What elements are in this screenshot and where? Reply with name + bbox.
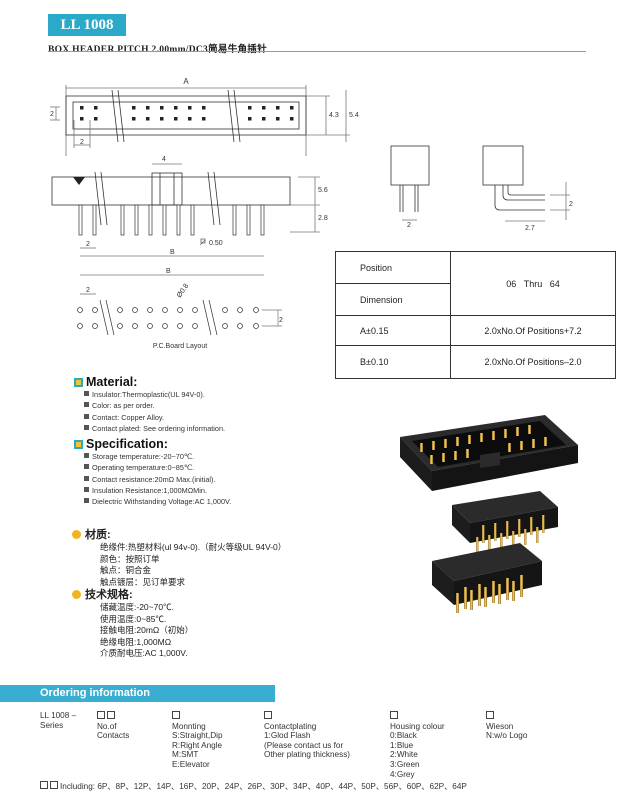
dim-2-8: 2.8 <box>318 215 328 222</box>
dim-b-formula: 2.0xNo.Of Positions–2.0 <box>450 345 616 379</box>
dim-5-4: 5.4 <box>349 112 359 119</box>
dim-a-formula: 2.0xNo.Of Positions+7.2 <box>450 315 616 346</box>
ordering-colour-col: Housing colour 0:Black 1:Blue 2:White 3:… <box>390 711 445 779</box>
ordering-plating-col: Contactplating 1:Glod Flash (Please cont… <box>264 711 350 760</box>
ordering-title: Ordering information <box>40 687 150 699</box>
dim-b-pcb: B <box>166 268 171 275</box>
header-divider <box>48 51 586 52</box>
dim-a-label: A <box>183 77 189 86</box>
code-box <box>172 711 180 719</box>
dim-2-side: 2 <box>407 222 411 229</box>
spec-item: Operating temperature:0~85℃. <box>84 462 231 473</box>
cn-spec-item: 介质耐电压:AC 1,000V. <box>100 648 188 659</box>
product-photo-right-angle <box>452 491 558 553</box>
cn-section-icon <box>72 590 81 599</box>
cn-spec-section: 技术规格: 储藏温度:-20~70℃. 使用温度:0~85℃. 接触电阻:20m… <box>72 586 193 660</box>
dim-2-side-right: 2 <box>569 201 573 208</box>
material-title: Material: <box>86 375 138 389</box>
section-bullet-icon <box>74 440 83 449</box>
dim-4-top: 4 <box>162 156 166 163</box>
product-photo-smt <box>432 543 542 613</box>
cn-material-item: 触点：铜合金 <box>100 565 152 576</box>
cn-material-item: 颜色：按照订单 <box>100 553 160 564</box>
ordering-logo-col: Wieson N:w/o Logo <box>486 711 527 741</box>
dim-2-front: 2 <box>86 241 90 248</box>
material-item: Color: as per order. <box>84 400 225 411</box>
product-subtitle: BOX HEADER PITCH 2.00mm/DC3简易牛角插针 <box>48 45 267 55</box>
ordering-part-col: LL 1008 – Series <box>40 711 77 730</box>
spec-item: Dielectric Withstanding Voltage:AC 1,000… <box>84 496 231 507</box>
part-number-badge: LL 1008 <box>48 14 126 36</box>
dim-2-left: 2 <box>50 111 54 118</box>
dim-a-tolerance: A±0.15 <box>335 315 451 346</box>
spec-item: Storage temperature:-20~70℃. <box>84 451 231 462</box>
ordering-part-number: LL 1008 <box>40 711 70 720</box>
dim-b-front: B <box>170 249 175 256</box>
specification-section: Specification: Storage temperature:-20~7… <box>74 437 231 507</box>
cn-section-icon <box>72 530 81 539</box>
ordering-info-bar: Ordering information <box>0 685 275 702</box>
code-box <box>50 781 58 789</box>
material-section: Material: Insulator:Thermoplastic(UL 94V… <box>74 375 225 434</box>
cn-spec-title: 技术规格: <box>85 589 133 601</box>
dimension-table: Position 06 Thru 64 Dimension A±0.15 2.0… <box>335 251 616 379</box>
ordering-series-label: Series <box>40 720 64 730</box>
code-box <box>97 711 105 719</box>
product-photos <box>400 415 578 613</box>
cn-spec-item: 绝缘电阻:1,000MΩ <box>100 636 172 647</box>
dim-b-tolerance: B±0.10 <box>335 345 451 379</box>
cn-material-title: 材质: <box>85 529 111 541</box>
ordering-contacts-col: No.of Contacts <box>97 711 129 741</box>
technical-drawing: A 2 2 4.3 5.4 4 5.6 2.8 2 0.50 B B 2 Ø0.… <box>50 77 573 350</box>
position-label: Position <box>335 251 451 284</box>
material-item: Insulator:Thermoplastic(UL 94V-0). <box>84 389 225 400</box>
dim-2-pcb-right: 2 <box>279 317 283 324</box>
position-range: 06 Thru 64 <box>450 251 616 316</box>
product-photo-straight <box>400 415 578 491</box>
material-item: Contact plated: See ordering information… <box>84 423 225 434</box>
code-box <box>390 711 398 719</box>
code-box <box>264 711 272 719</box>
cn-spec-item: 储藏温度:-20~70℃. <box>100 602 174 612</box>
dim-2-pcb: 2 <box>86 287 90 294</box>
section-bullet-icon <box>74 378 83 387</box>
dim-0-50: 0.50 <box>209 240 223 247</box>
dim-2-bottom: 2 <box>80 139 84 146</box>
cn-material-item: 触点镀层：见订单要求 <box>100 576 186 587</box>
code-box <box>486 711 494 719</box>
dim-0-8: Ø0.8 <box>176 283 190 300</box>
specification-title: Specification: <box>86 437 168 451</box>
code-box <box>107 711 115 719</box>
dim-2-7: 2.7 <box>525 225 535 232</box>
cn-material-section: 材质: 绝缘件:热塑材料(ul 94v-0).（耐火等级UL 94V-0） 颜色… <box>72 526 286 588</box>
cn-material-item: 绝缘件:热塑材料(ul 94v-0).（耐火等级UL 94V-0） <box>100 542 287 552</box>
dim-5-6: 5.6 <box>318 187 328 194</box>
ordering-mounting-col: Monnting S:Straight,Dip R:Right Angle M:… <box>172 711 223 770</box>
spec-item: Contact resistance:20mΩ Max.(initial). <box>84 474 231 485</box>
dim-4-3: 4.3 <box>329 112 339 119</box>
code-box <box>40 781 48 789</box>
spec-item: Insulation Resistance:1,000MΩMin. <box>84 485 231 496</box>
cn-spec-item: 使用温度:0~85℃. <box>100 613 167 624</box>
cn-spec-item: 接触电阻:20mΩ（初始） <box>100 625 194 636</box>
material-item: Contact: Copper Alloy. <box>84 412 225 423</box>
ordering-including-line: Including: 6P、8P、12P、14P、16P、20P、24P、26P… <box>40 781 467 792</box>
pcb-layout-label: P.C.Board Layout <box>153 343 207 350</box>
dimension-label: Dimension <box>335 283 451 316</box>
